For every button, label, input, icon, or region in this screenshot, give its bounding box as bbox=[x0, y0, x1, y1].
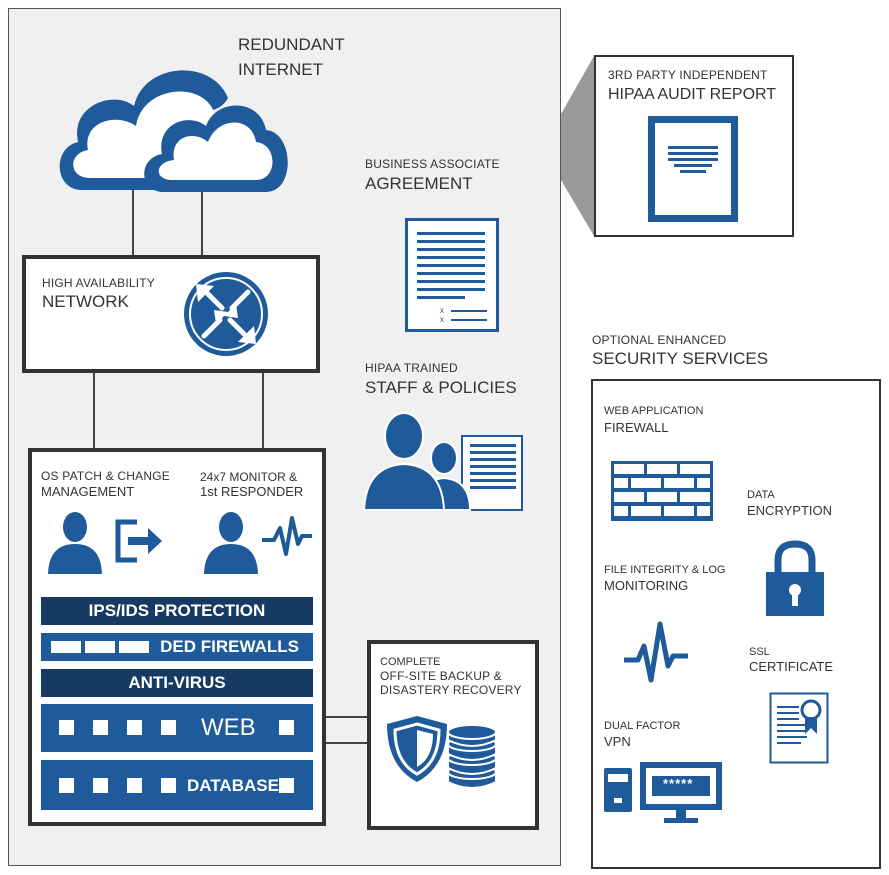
web-server-bar: WEB bbox=[41, 704, 313, 752]
ssl-label-line2: CERTIFICATE bbox=[749, 659, 834, 674]
ips-ids-label: IPS/IDS PROTECTION bbox=[88, 601, 266, 620]
fim-label-line2: MONITORING bbox=[604, 578, 689, 593]
network-label-line1: HIGH AVAILABILITY bbox=[42, 276, 155, 290]
firewall-segment bbox=[51, 641, 81, 653]
firewall-segment bbox=[85, 641, 115, 653]
user-icon bbox=[204, 512, 258, 574]
user-icon bbox=[48, 512, 102, 574]
vpn-label-line2: VPN bbox=[604, 734, 631, 749]
baa-label-line2: AGREEMENT bbox=[365, 174, 473, 193]
exit-arrow-icon bbox=[115, 519, 162, 563]
baa-sign-mark-1: x bbox=[440, 306, 444, 315]
baa-sign-mark-2: x bbox=[440, 315, 444, 324]
firewalls-label: DED FIREWALLS bbox=[160, 637, 299, 656]
backup-label-line1: COMPLETE bbox=[380, 656, 441, 668]
staff-icon bbox=[362, 412, 523, 511]
encryption-label-line2: ENCRYPTION bbox=[747, 503, 832, 518]
firewall-segment bbox=[119, 641, 149, 653]
backup-label-line3: DISASTERY RECOVERY bbox=[380, 683, 522, 697]
audit-label-line1: 3RD PARTY INDEPENDENT bbox=[608, 68, 768, 82]
antivirus-label: ANTI-VIRUS bbox=[128, 673, 226, 692]
report-icon bbox=[648, 116, 738, 222]
heartbeat-icon bbox=[262, 516, 312, 556]
optional-services-box bbox=[591, 379, 881, 869]
server-light bbox=[59, 720, 74, 735]
ssl-label-line1: SSL bbox=[749, 646, 770, 658]
cloud-icon bbox=[59, 70, 288, 192]
monitor-label-line1: 24x7 MONITOR & bbox=[200, 470, 298, 484]
server-light bbox=[93, 778, 108, 793]
vpn-password-field: ***** bbox=[663, 776, 694, 791]
server-light bbox=[279, 778, 294, 793]
ips-ids-bar: IPS/IDS PROTECTION bbox=[41, 597, 313, 625]
waf-label-line2: FIREWALL bbox=[604, 420, 669, 435]
os-patch-label-line1: OS PATCH & CHANGE bbox=[41, 469, 170, 483]
waf-label-line1: WEB APPLICATION bbox=[604, 405, 704, 417]
phone-token-icon bbox=[604, 768, 632, 812]
internet-label-line2: INTERNET bbox=[238, 60, 323, 79]
document-icon bbox=[405, 218, 499, 332]
optional-heading-line2: SECURITY SERVICES bbox=[592, 349, 769, 368]
encryption-label-line1: DATA bbox=[747, 489, 775, 501]
web-label: WEB bbox=[201, 714, 256, 741]
server-light bbox=[127, 720, 142, 735]
server-light bbox=[161, 720, 176, 735]
database-label: DATABASE bbox=[187, 776, 279, 795]
database-stack-icon bbox=[447, 724, 497, 789]
server-light bbox=[93, 720, 108, 735]
heartbeat-icon bbox=[624, 621, 688, 683]
shield-icon bbox=[387, 716, 447, 782]
monitor-icon bbox=[640, 762, 722, 823]
certificate-icon bbox=[769, 692, 829, 764]
padlock-icon bbox=[766, 540, 824, 616]
staff-label-line1: HIPAA TRAINED bbox=[365, 361, 458, 375]
brick-wall-icon bbox=[611, 461, 713, 521]
server-light bbox=[279, 720, 294, 735]
server-light bbox=[161, 778, 176, 793]
optional-heading-line1: OPTIONAL ENHANCED bbox=[592, 333, 727, 347]
staff-label-line2: STAFF & POLICIES bbox=[365, 378, 517, 397]
server-light bbox=[127, 778, 142, 793]
server-light bbox=[59, 778, 74, 793]
database-server-bar: DATABASE bbox=[41, 760, 313, 810]
baa-label-line1: BUSINESS ASSOCIATE bbox=[365, 157, 500, 171]
audit-label-line2: HIPAA AUDIT REPORT bbox=[608, 86, 777, 103]
vpn-label-line1: DUAL FACTOR bbox=[604, 720, 681, 732]
firewalls-bar: DED FIREWALLS bbox=[41, 633, 313, 661]
network-box: HIGH AVAILABILITY NETWORK bbox=[22, 255, 320, 373]
monitor-label-line2: 1st RESPONDER bbox=[200, 484, 304, 499]
backup-label-line2: OFF-SITE BACKUP & bbox=[380, 669, 502, 683]
network-router-icon bbox=[184, 272, 268, 356]
fim-label-line1: FILE INTEGRITY & LOG bbox=[604, 564, 726, 576]
os-patch-label-line2: MANAGEMENT bbox=[41, 484, 135, 499]
internet-label-line1: REDUNDANT bbox=[238, 35, 345, 54]
antivirus-bar: ANTI-VIRUS bbox=[41, 669, 313, 697]
network-label-line2: NETWORK bbox=[42, 292, 129, 311]
